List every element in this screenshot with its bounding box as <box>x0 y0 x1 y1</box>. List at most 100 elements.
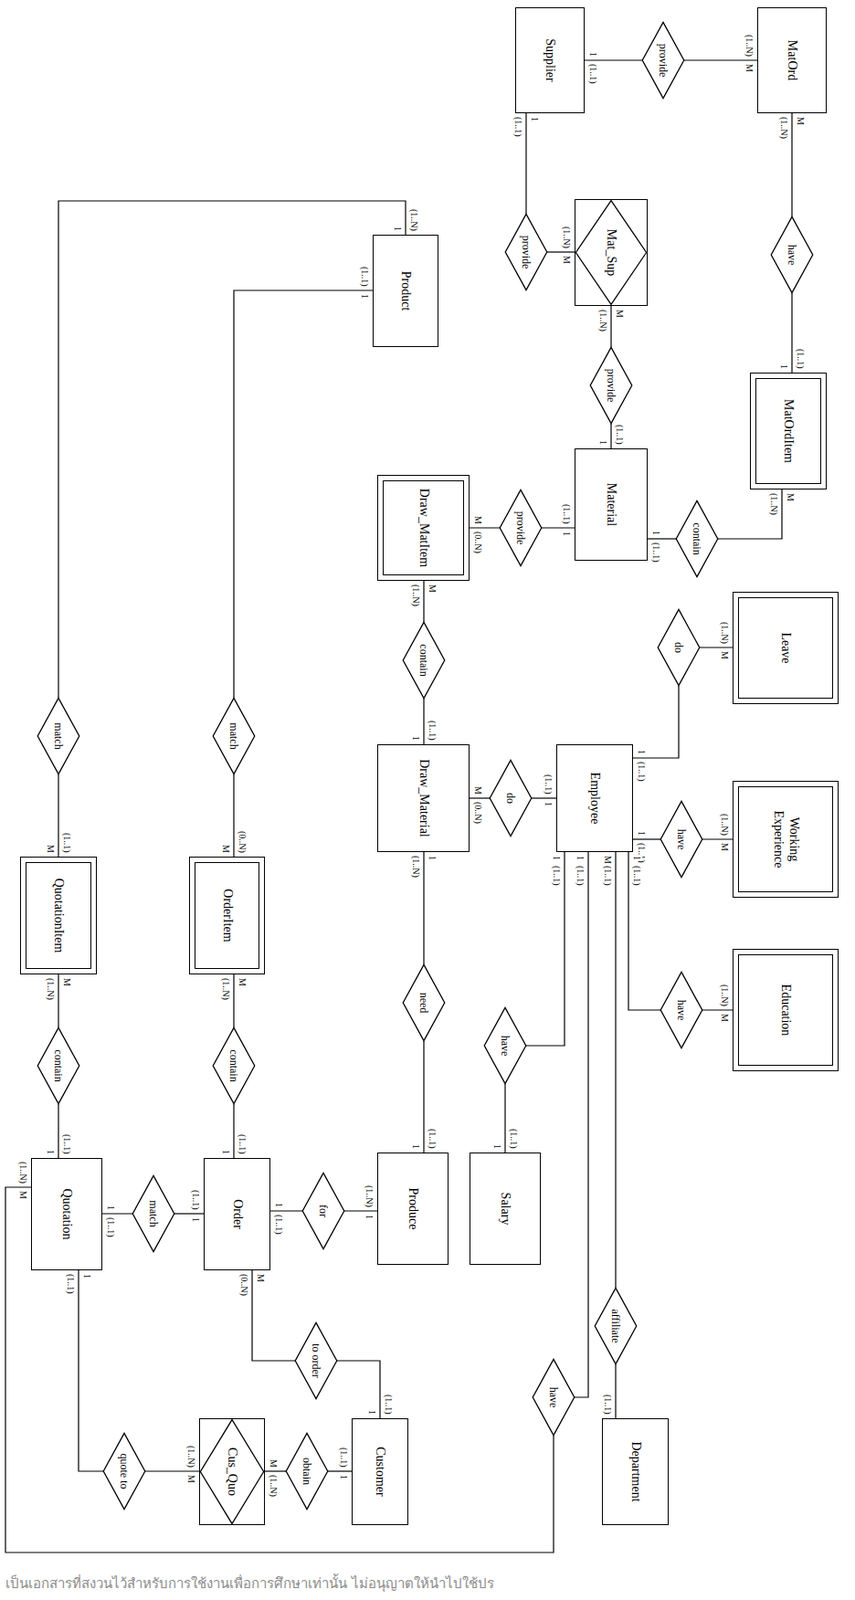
entity-name: Material <box>603 483 620 527</box>
relationship-diamond: match <box>37 697 80 775</box>
cardinality-label: M <box>17 1190 29 1201</box>
entity-name: Quotation <box>59 1189 75 1241</box>
entity-name: Mat_Sup <box>603 229 620 276</box>
relationship-line <box>633 686 679 759</box>
relationship-line <box>702 1009 733 1011</box>
cardinality-label: 1 <box>574 855 586 862</box>
cardinality-label: 1 <box>220 1149 232 1156</box>
relationship-diamond: match <box>132 1175 175 1253</box>
relationship-diamond: to order <box>295 1322 338 1400</box>
diamond-shape <box>657 609 700 686</box>
cardinality-label: (1..1) <box>635 760 647 783</box>
node-text-group: MatOrd <box>784 40 801 81</box>
cardinality-label: 1 <box>273 1202 285 1209</box>
weak-entity-box: QuotationItem <box>20 856 97 975</box>
node-text-group: MatOrdItem <box>781 399 797 464</box>
relationship-line <box>58 200 406 698</box>
diamond-shape <box>402 964 445 1041</box>
relationship-line <box>327 1470 352 1472</box>
relationship-diamond: for <box>302 1172 345 1250</box>
cardinality-label: 1 <box>410 1143 422 1151</box>
relationship-name: contain <box>52 1049 65 1082</box>
entity-box: Order <box>203 1158 271 1271</box>
relationship-diamond: contain <box>402 622 445 699</box>
cardinality-label: (1..1) <box>550 865 562 887</box>
relationship-name: have <box>675 1000 688 1022</box>
relationship-line <box>422 1041 424 1153</box>
diamond-shape <box>37 1027 80 1104</box>
node-text-group: Working Experience <box>770 792 802 887</box>
relationship-name: to order <box>309 1343 323 1379</box>
node-text-group: affiliate <box>609 1308 623 1343</box>
entity-name: Working Experience <box>770 792 802 887</box>
cardinality-label: 1 <box>337 1474 349 1481</box>
diamond-shape <box>532 1359 575 1436</box>
node-text-group: Quotation <box>59 1189 75 1241</box>
node-text-group: provide <box>656 43 670 78</box>
weak-entity-box: MatOrdItem <box>749 372 827 490</box>
relationship-diamond: contain <box>212 1027 255 1105</box>
relationship-line <box>628 852 661 1011</box>
node-text-group: for <box>316 1204 330 1218</box>
cardinality-label: (1..1) <box>426 719 438 742</box>
cardinality-label: (1..1) <box>650 541 662 564</box>
entity-box: Supplier <box>515 7 585 114</box>
diamond-shape <box>212 697 255 774</box>
cardinality-label: 1 <box>587 51 599 58</box>
cardinality-label: (1..N) <box>597 308 609 333</box>
relationship-diamond: contain <box>675 500 718 578</box>
node-text-group: contain <box>227 1049 241 1082</box>
cardinality-label: (1..1) <box>105 1216 117 1239</box>
relationship-line <box>717 489 782 539</box>
relationship-name: match <box>147 1200 160 1227</box>
weak-entity-box: Education <box>732 949 839 1072</box>
cardinality-label: (0..N) <box>238 1273 250 1298</box>
cardinality-label: M <box>254 1273 266 1284</box>
cardinality-label: 1 <box>44 1149 56 1156</box>
cardinality-label: (1..1) <box>631 865 643 887</box>
node-text-group: Department <box>627 1441 644 1502</box>
cardinality-label: (1..N) <box>768 492 780 517</box>
node-text-group: contain <box>417 643 431 676</box>
node-text-group: QuotationItem <box>51 878 67 954</box>
cardinality-label: (1..N) <box>17 1161 29 1185</box>
node-text-group: have <box>547 1387 560 1409</box>
entity-name: MatOrdItem <box>781 399 797 464</box>
entity-name: Draw_MatItem <box>415 488 432 568</box>
relationship-line <box>264 1470 286 1472</box>
cardinality-label: (1..1) <box>273 1213 285 1236</box>
cardinality-label: 1 <box>105 1204 117 1212</box>
node-text-group: Draw_MatItem <box>415 488 432 568</box>
cardinality-label: (1..1) <box>542 773 554 796</box>
node-text-group: OrderItem <box>219 888 235 942</box>
node-text-group: Order <box>229 1199 245 1230</box>
weak-entity-box: OrderItem <box>189 856 265 975</box>
cardinality-label: (1..1) <box>382 1393 394 1416</box>
relationship-line <box>469 797 490 799</box>
relationship-line <box>614 1364 616 1419</box>
node-text-group: do <box>672 642 686 654</box>
relationship-name: do <box>672 642 686 654</box>
diamond-shape <box>770 216 813 293</box>
entity-name: Education <box>778 984 794 1037</box>
cardinality-label: (1..1) <box>574 865 586 887</box>
cardinality-label: (1..1) <box>794 348 806 370</box>
cardinality-label: (1..1) <box>190 1189 201 1212</box>
diamond-shape <box>132 1175 175 1252</box>
cardinality-label: (0..N) <box>236 830 248 855</box>
node-text-group: Leave <box>778 632 794 664</box>
relationship-line <box>57 974 59 1028</box>
node-text-group: have <box>675 829 688 851</box>
relationship-line <box>702 838 733 840</box>
entity-name: Leave <box>778 632 794 664</box>
entity-name: Department <box>627 1441 644 1502</box>
cardinality-label: (1..N) <box>363 1184 375 1209</box>
entity-name: Cus_Quo <box>224 1447 241 1497</box>
node-text-group: Salary <box>497 1192 514 1226</box>
node-text-group: have <box>498 1035 512 1057</box>
relationship-diamond: have <box>660 971 703 1049</box>
cardinality-label: (1..1) <box>512 116 524 138</box>
relationship-diamond: have <box>660 801 703 878</box>
cardinality-label: (0..N) <box>472 801 484 825</box>
entity-name: Draw_Material <box>415 759 432 838</box>
